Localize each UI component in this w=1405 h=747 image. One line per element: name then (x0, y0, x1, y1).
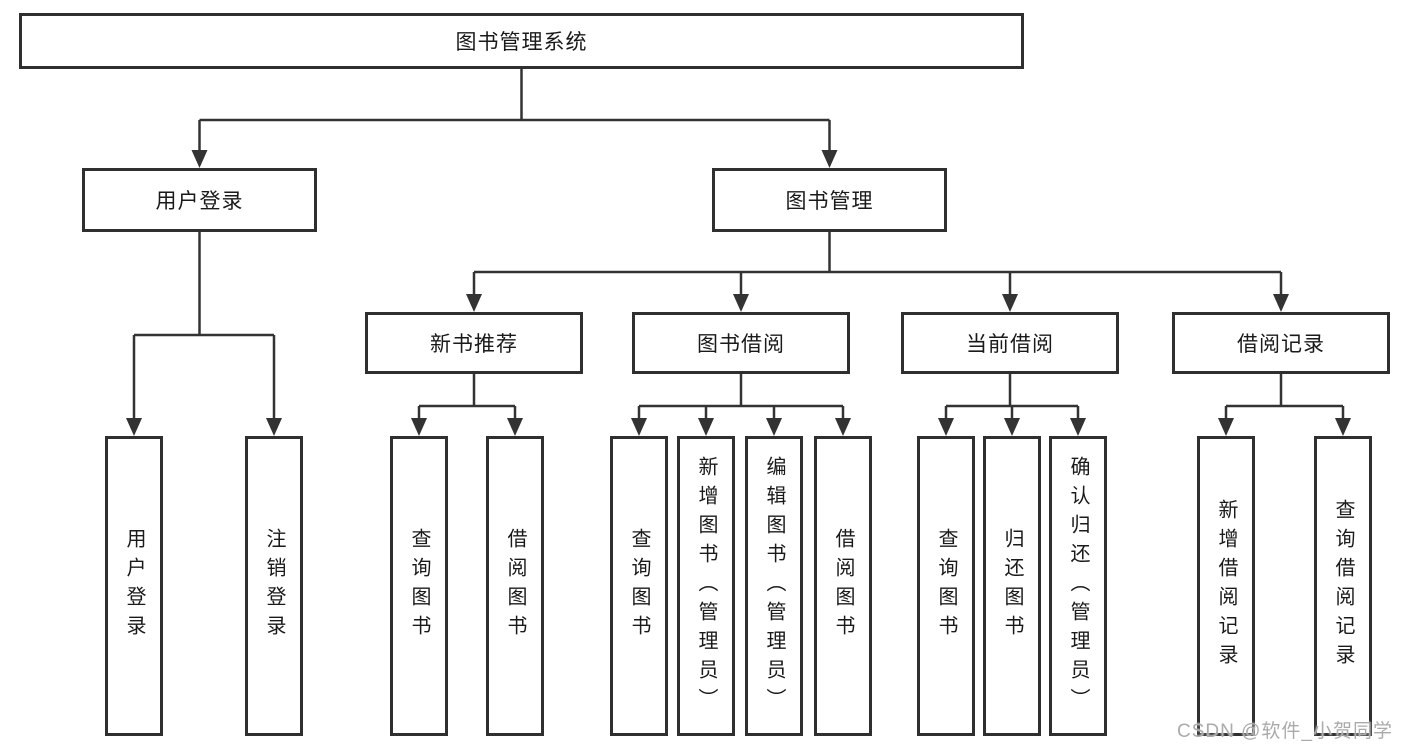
node-label: 查询图书 (628, 528, 650, 644)
node-label: 用户登录 (155, 190, 244, 213)
node-label: 图书借阅 (697, 333, 785, 356)
node-leaf-borrow-books: 借阅图书 (814, 436, 872, 736)
node-borrowing-records: 借阅记录 (1172, 312, 1390, 374)
node-label: 图书管理系统 (455, 31, 588, 54)
node-book-borrowing: 图书借阅 (632, 312, 850, 374)
node-leaf-query-books-borrowing: 查询图书 (610, 436, 668, 736)
node-leaf-return-books: 归还图书 (983, 436, 1041, 736)
node-leaf-edit-books-admin: 编辑图书（管理员） (745, 436, 803, 736)
node-label: 借阅记录 (1237, 333, 1325, 356)
node-current-borrowing: 当前借阅 (901, 312, 1119, 374)
node-label: 注销登录 (263, 528, 285, 644)
node-label: 确认归还（管理员） (1067, 455, 1089, 717)
node-leaf-query-books-current: 查询图书 (917, 436, 975, 736)
node-label: 用户登录 (123, 528, 145, 644)
watermark: CSDN @软件_小贺同学 (1177, 721, 1393, 742)
node-label: 查询借阅记录 (1332, 499, 1354, 673)
node-library-management-system: 图书管理系统 (19, 13, 1024, 69)
node-label: 借阅图书 (832, 528, 854, 644)
node-user-login: 用户登录 (82, 168, 317, 232)
node-book-management: 图书管理 (712, 168, 947, 232)
node-label: 图书管理 (785, 190, 874, 213)
node-label: 归还图书 (1001, 528, 1023, 644)
node-leaf-confirm-return-admin: 确认归还（管理员） (1049, 436, 1107, 736)
node-leaf-add-books-admin: 新增图书（管理员） (677, 436, 735, 736)
node-leaf-add-borrow-record: 新增借阅记录 (1197, 436, 1255, 736)
node-label: 新书推荐 (430, 333, 518, 356)
node-label: 编辑图书（管理员） (763, 455, 785, 717)
node-leaf-borrow-books-recommend: 借阅图书 (486, 436, 544, 736)
node-leaf-user-login: 用户登录 (105, 436, 163, 736)
node-leaf-query-books-recommend: 查询图书 (390, 436, 448, 736)
node-leaf-query-borrow-record: 查询借阅记录 (1314, 436, 1372, 736)
node-label: 查询图书 (408, 528, 430, 644)
node-label: 借阅图书 (504, 528, 526, 644)
node-label: 新增图书（管理员） (695, 455, 717, 717)
arrowhead-icons (126, 150, 1351, 436)
node-label: 查询图书 (935, 528, 957, 644)
node-label: 当前借阅 (966, 333, 1054, 356)
node-leaf-logout: 注销登录 (245, 436, 303, 736)
node-label: 新增借阅记录 (1215, 499, 1237, 673)
node-new-book-recommend: 新书推荐 (365, 312, 583, 374)
